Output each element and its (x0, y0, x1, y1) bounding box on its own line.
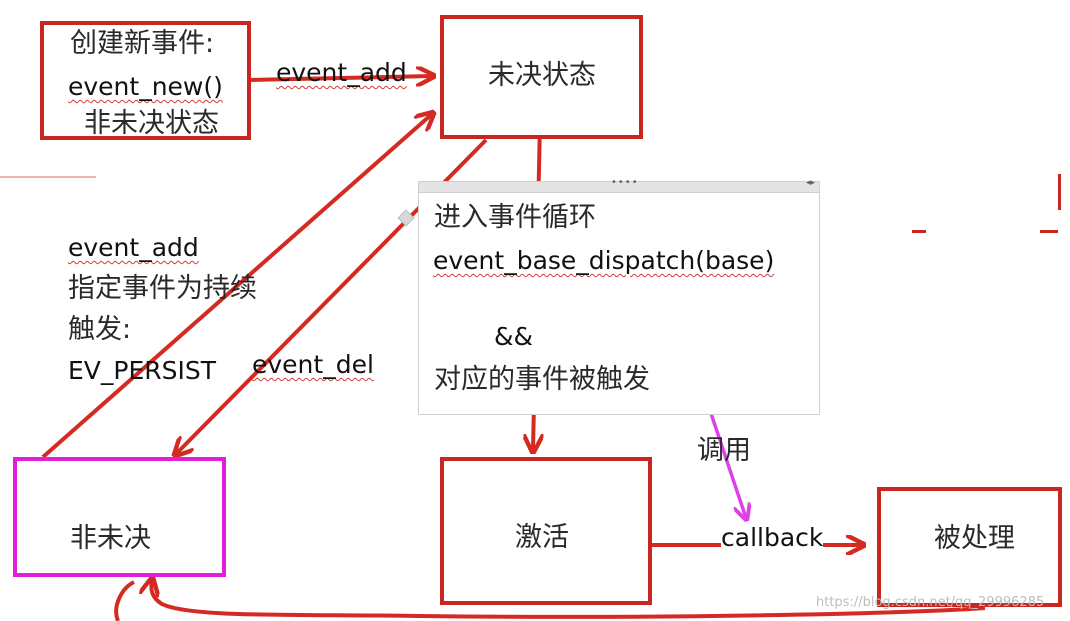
handled-box (877, 487, 1062, 607)
label-event-add-top: event_add (276, 58, 407, 87)
stray-mark (1058, 174, 1061, 210)
stray-mark (0, 176, 96, 178)
stray-mark (1040, 230, 1058, 233)
label-event-add-persist: event_add (68, 233, 199, 262)
drag-grip-icon: •••• (611, 177, 639, 188)
label-trigger: 触发: (68, 314, 132, 345)
label-callback: callback (721, 523, 824, 552)
arrow-nonpending-to-pending (41, 114, 432, 459)
label-invoke: 调用 (697, 435, 751, 466)
non-pending-box (13, 457, 226, 577)
note-and-operator: && (494, 322, 533, 351)
non-pending-label: 非未决 (70, 523, 151, 554)
event-new-call: event_new() (68, 72, 223, 101)
note-enter-loop: 进入事件循环 (434, 202, 596, 233)
handled-label: 被处理 (934, 523, 1015, 554)
create-event-title: 创建新事件: (70, 28, 215, 59)
loop-stroke-left (114, 580, 136, 621)
note-title-bar: •••• ◂▸ (419, 177, 819, 193)
pending-state-label: 未决状态 (488, 60, 596, 91)
event-loop-note: •••• ◂▸ (418, 177, 820, 415)
stray-mark (912, 230, 926, 233)
non-pending-state-note: 非未决状态 (84, 108, 219, 139)
label-event-del: event_del (252, 350, 374, 379)
arrow-create-to-pending (249, 76, 432, 80)
label-persist-desc: 指定事件为持续 (68, 273, 257, 304)
active-state-label: 激活 (515, 522, 569, 553)
scroll-arrows-icon: ◂▸ (805, 178, 815, 188)
arrow-handled-to-nonpending-loop (151, 580, 986, 619)
label-ev-persist: EV_PERSIST (68, 356, 217, 385)
active-state-box (440, 457, 652, 605)
note-dispatch-call: event_base_dispatch(base) (433, 246, 775, 275)
note-event-triggered: 对应的事件被触发 (434, 364, 650, 395)
watermark: https://blog.csdn.net/qq_29996285 (816, 595, 1045, 610)
create-event-box (40, 21, 251, 140)
pending-state-box (440, 15, 643, 139)
